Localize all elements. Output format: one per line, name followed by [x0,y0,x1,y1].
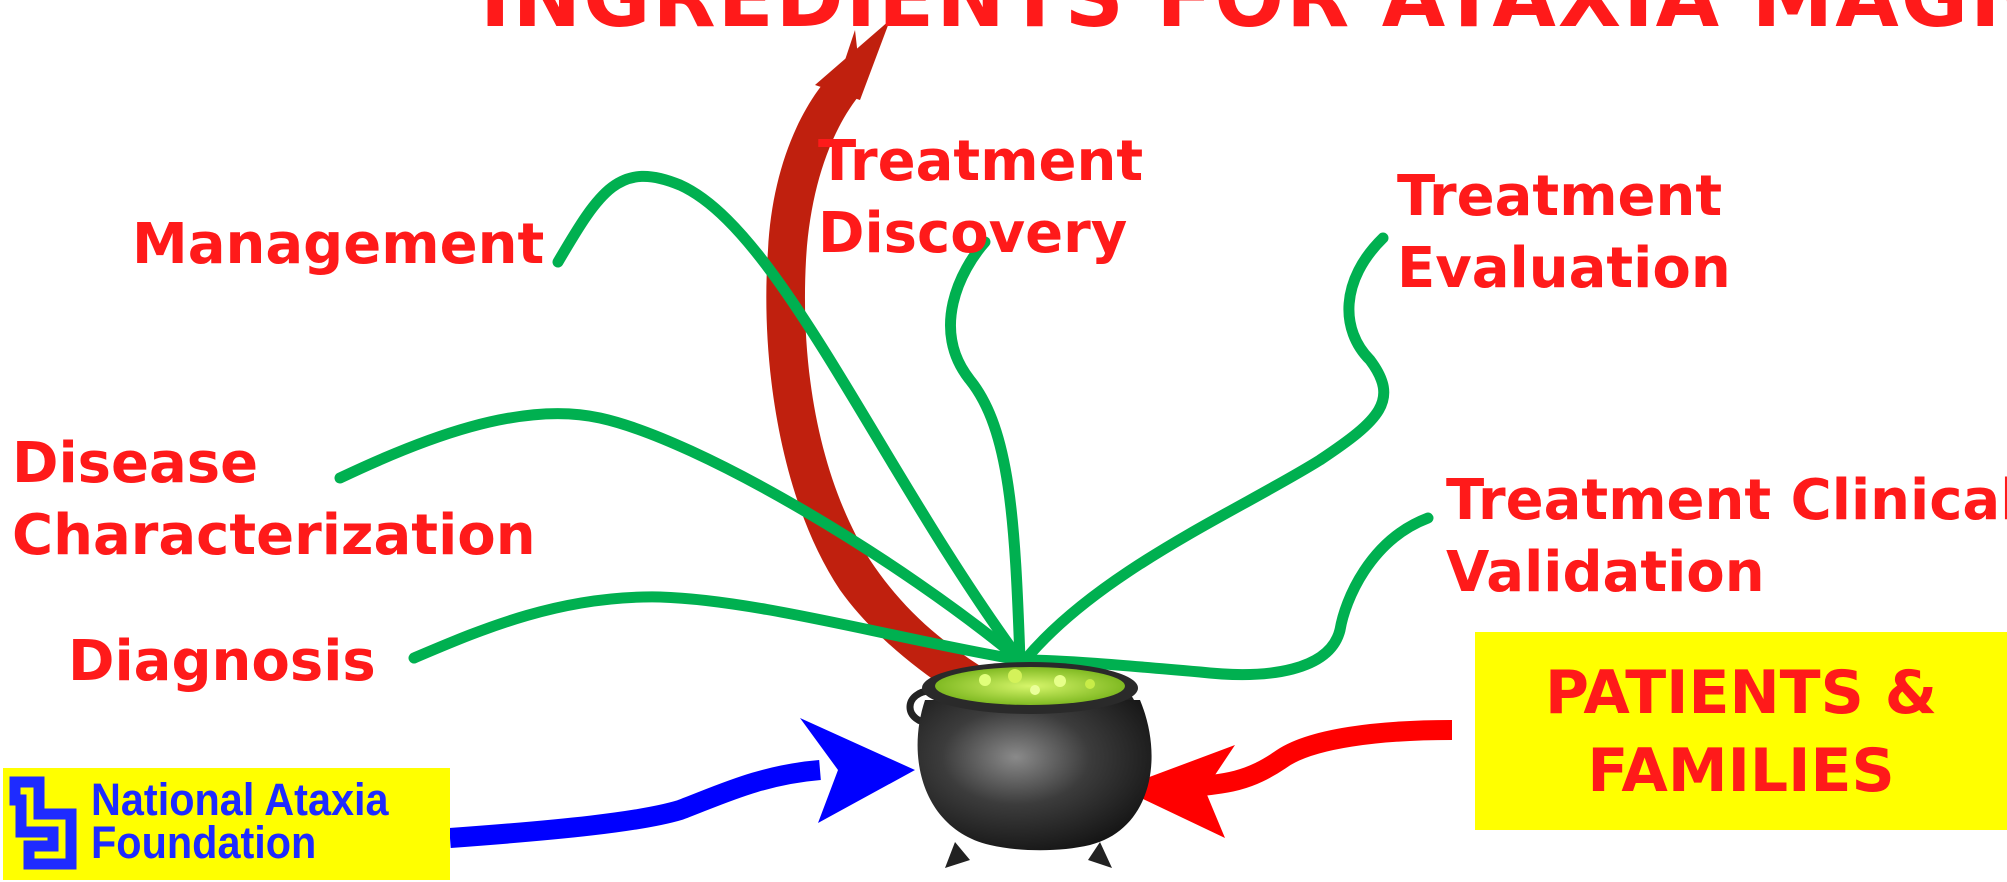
naf-arrow [450,718,915,838]
naf-logo-box: National Ataxia Foundation [3,768,450,880]
ingredient-treatment-evaluation: Treatment Evaluation [1397,161,1731,305]
ingredient-disease-characterization-line2: Characterization [12,500,536,572]
ingredient-diagnosis: Diagnosis [68,634,376,690]
naf-name: National Ataxia Foundation [91,778,389,864]
cauldron-icon [910,662,1152,868]
ingredient-treatment-discovery: Treatment Discovery [818,126,1143,270]
ingredient-management-text: Management [132,212,544,277]
ingredient-treatment-discovery-line2: Discovery [818,198,1143,270]
ingredient-management: Management [132,217,544,273]
patients-arrow [1120,730,1452,838]
ingredient-treatment-evaluation-line2: Evaluation [1397,233,1731,305]
diagram-title: INGREDIENTS FOR ATAXIA MAGIC [480,0,2007,40]
patients-families-line1: PATIENTS & [1475,654,2007,732]
patients-families-line2: FAMILIES [1475,732,2007,810]
ingredient-diagnosis-text: Diagnosis [68,629,376,694]
naf-name-line2: Foundation [91,821,389,864]
ingredient-disease-characterization-line1: Disease [12,428,536,500]
naf-name-line1: National Ataxia [91,778,389,821]
patients-families-box: PATIENTS & FAMILIES [1475,632,2007,830]
ingredient-treatment-evaluation-line1: Treatment [1397,161,1731,233]
ingredient-treatment-discovery-line1: Treatment [818,126,1143,198]
naf-logo-icon [9,776,89,870]
ingredient-treatment-clinical-validation-line1: Treatment Clinical [1446,465,2007,537]
patients-families-label: PATIENTS & FAMILIES [1475,654,2007,810]
stem-treatment-discovery [951,242,1020,660]
ingredient-treatment-clinical-validation-line2: Validation [1446,537,2007,609]
stem-treatment-evaluation [1025,238,1384,660]
ingredient-treatment-clinical-validation: Treatment Clinical Validation [1446,465,2007,609]
ingredient-disease-characterization: Disease Characterization [12,428,536,572]
